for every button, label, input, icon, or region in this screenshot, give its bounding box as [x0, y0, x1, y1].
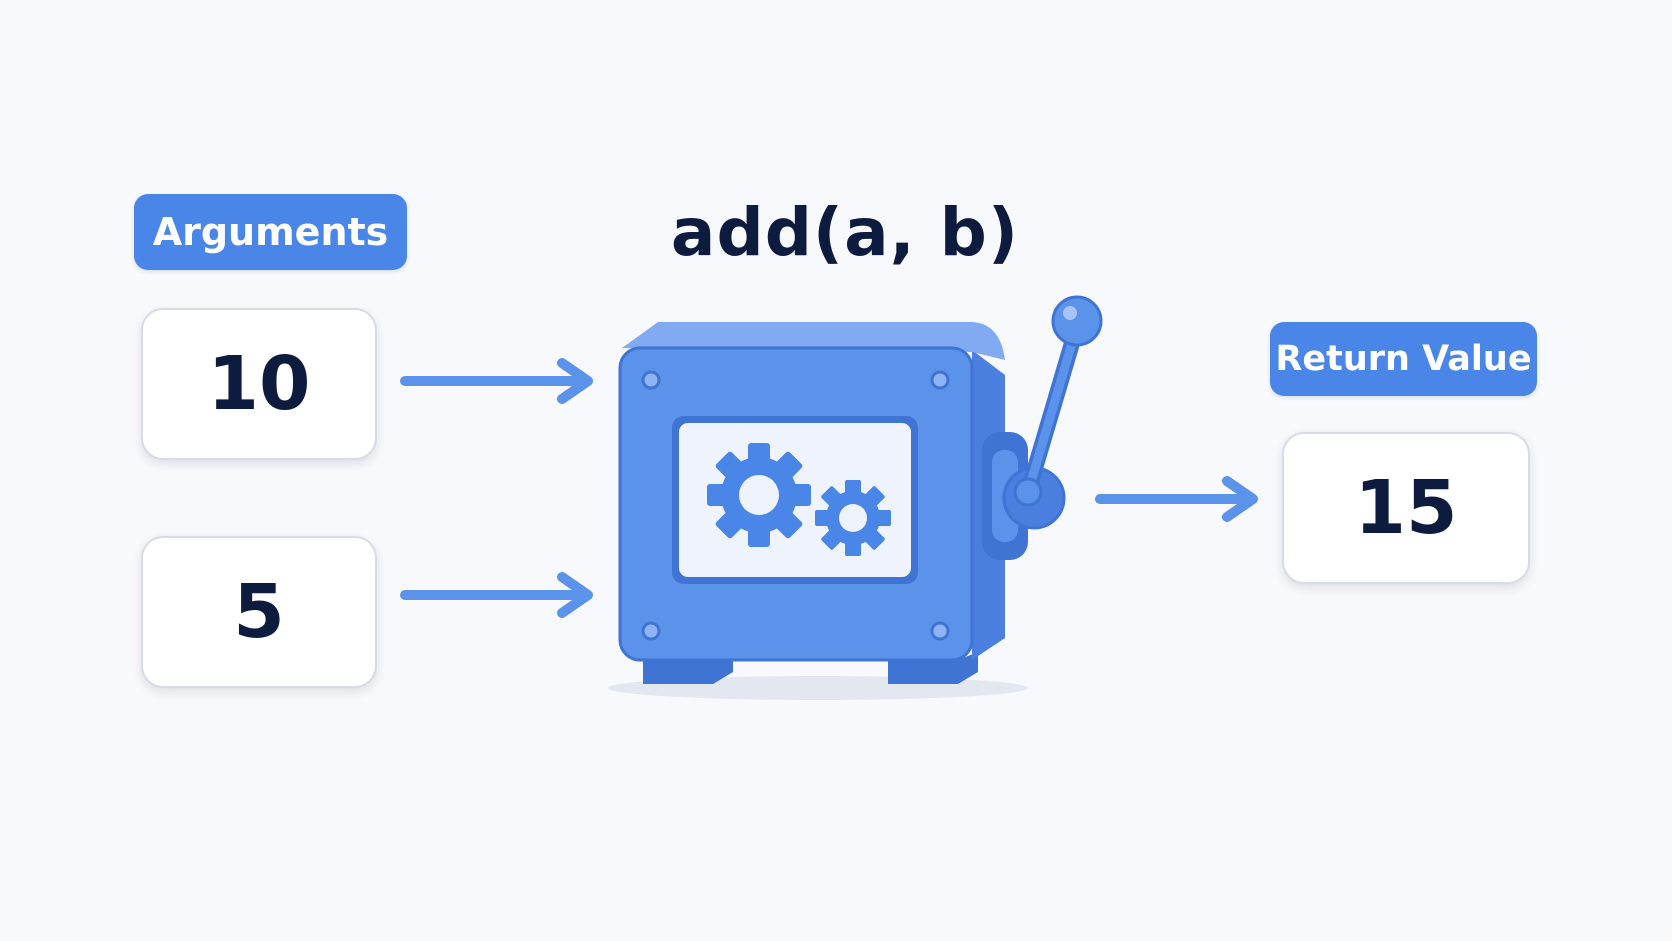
return-value-card: 15 [1282, 432, 1530, 584]
argument-value-card: 10 [141, 308, 377, 460]
function-signature: add(a, b) [670, 194, 1020, 271]
gear-icon [815, 480, 891, 556]
gear-icon [707, 443, 811, 547]
arguments-label: Arguments [134, 194, 407, 270]
lever-icon [1013, 295, 1103, 507]
arrow-right-icon [400, 358, 593, 404]
return-value-label: Return Value [1270, 322, 1537, 396]
argument-value-card: 5 [141, 536, 377, 688]
arrow-right-icon [1095, 476, 1258, 522]
arrow-right-icon [400, 572, 593, 618]
